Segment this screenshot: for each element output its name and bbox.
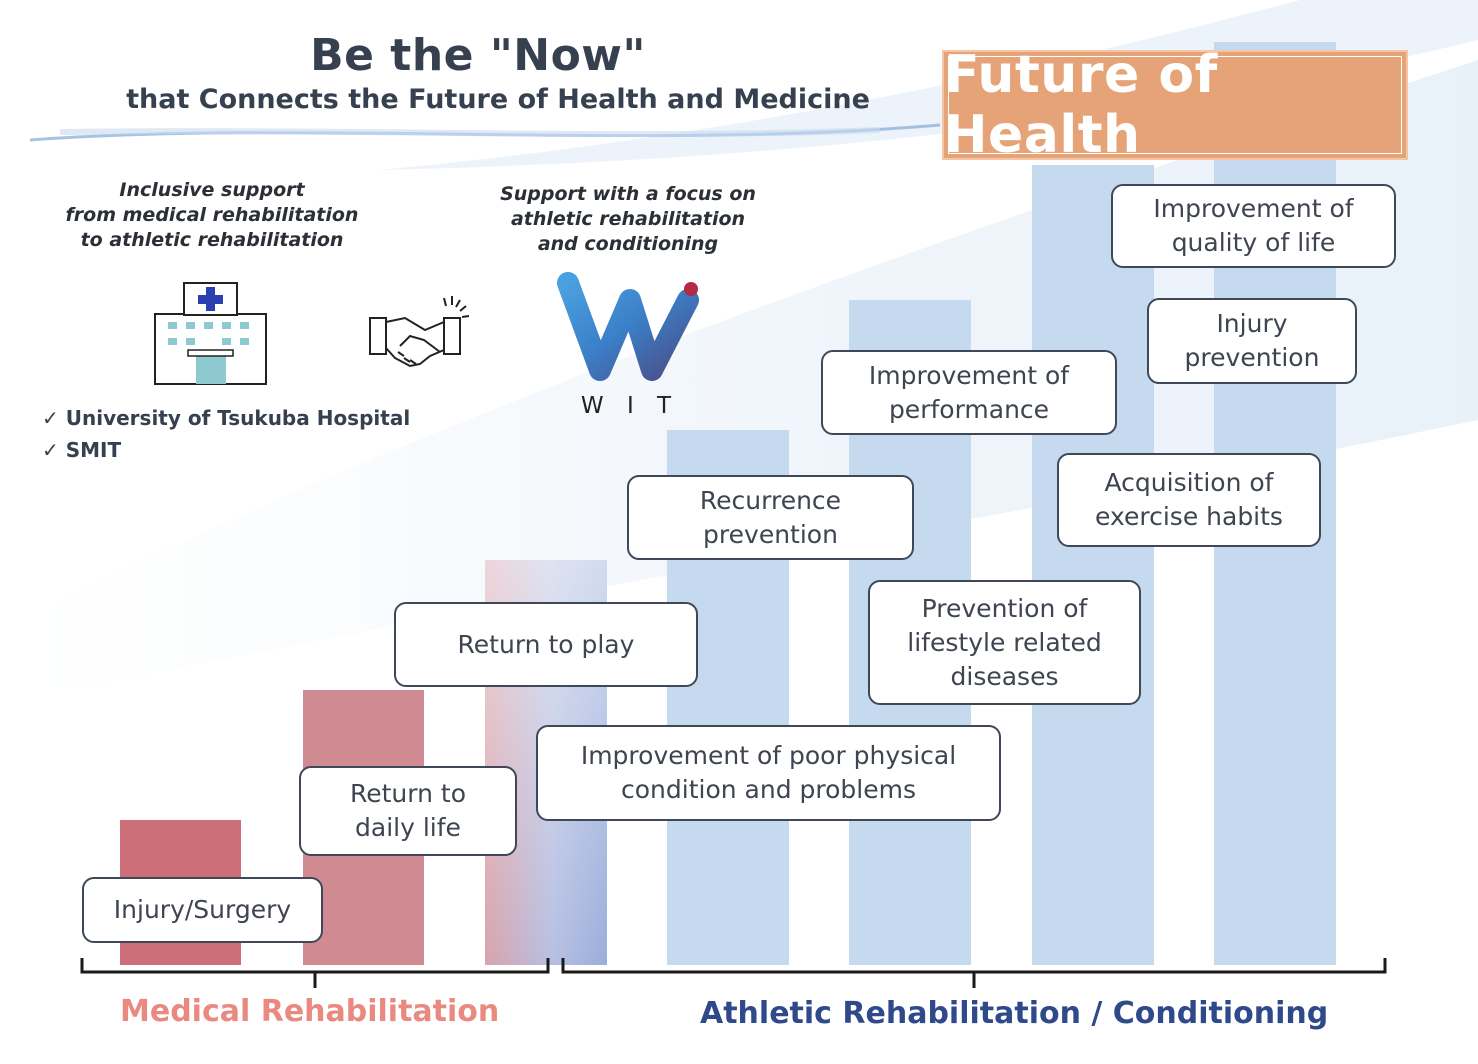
page-subtitle: that Connects the Future of Health and M… xyxy=(126,84,870,115)
stage-return-to-daily-life: Return to daily life xyxy=(299,766,517,856)
hospital-icon xyxy=(154,282,267,385)
stage-injury-surgery: Injury/Surgery xyxy=(82,877,323,943)
stage-improvement-quality-of-life: Improvement of quality of life xyxy=(1111,184,1396,268)
page-title: Be the "Now" xyxy=(310,30,646,81)
stage-return-to-play: Return to play xyxy=(394,602,698,687)
checklist-item-hospital: ✓ University of Tsukuba Hospital xyxy=(42,406,411,430)
athletic-brace xyxy=(561,958,1387,988)
check-icon: ✓ xyxy=(42,406,66,430)
stage-recurrence-prevention: Recurrence prevention xyxy=(627,475,914,560)
wit-logo-text: W I T xyxy=(580,393,680,419)
check-icon: ✓ xyxy=(42,438,66,462)
stage-improvement-performance: Improvement of performance xyxy=(821,350,1117,435)
future-of-health-badge: Future of Health xyxy=(942,45,1408,165)
wit-logo xyxy=(557,272,699,381)
stage-acquisition-exercise-habits: Acquisition of exercise habits xyxy=(1057,453,1321,547)
stage-improvement-physical-condition: Improvement of poor physical condition a… xyxy=(536,725,1001,821)
handshake-icon xyxy=(369,296,470,368)
athletic-rehabilitation-label: Athletic Rehabilitation / Conditioning xyxy=(700,996,1329,1031)
medical-rehabilitation-label: Medical Rehabilitation xyxy=(120,994,500,1029)
checklist-item-smit: ✓ SMIT xyxy=(42,438,122,462)
stage-injury-prevention: Injury prevention xyxy=(1147,298,1357,384)
inclusive-support-caption: Inclusive support from medical rehabilit… xyxy=(65,179,359,251)
stage-prevention-lifestyle-diseases: Prevention of lifestyle related diseases xyxy=(868,580,1141,705)
medical-brace xyxy=(80,958,550,988)
athletic-support-caption: Support with a focus on athletic rehabil… xyxy=(500,183,756,255)
stage-bar-athletic-3 xyxy=(1032,165,1154,965)
